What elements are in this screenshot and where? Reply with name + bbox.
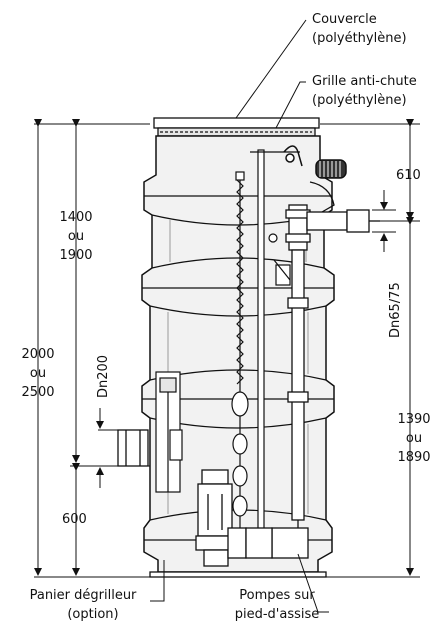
dim-2500-value: 2500 bbox=[21, 385, 55, 400]
label-grille-material: (polyéthylène) bbox=[312, 93, 407, 108]
strainer-basket bbox=[155, 371, 183, 493]
dim-dn200: Dn200 bbox=[96, 354, 111, 398]
dim-1390: 1390 ou 1890 bbox=[392, 410, 436, 467]
vent-coil bbox=[283, 145, 347, 179]
label-pompes-text: Pompes sur bbox=[239, 588, 315, 603]
label-pompes-detail: pied-d'assise bbox=[234, 607, 320, 622]
pump bbox=[195, 469, 273, 567]
label-panier-text: Panier dégrilleur bbox=[29, 588, 137, 603]
dim-2000: 2000 ou 2500 bbox=[18, 345, 58, 402]
floats bbox=[231, 391, 249, 532]
leader-lines bbox=[150, 19, 329, 613]
label-couvercle-material: (polyéthylène) bbox=[312, 31, 407, 46]
dim-1400-value: 1400 bbox=[59, 210, 93, 225]
label-panier-option: (option) bbox=[67, 607, 119, 622]
outlet-pipe bbox=[306, 181, 380, 233]
dim-2000-or: ou bbox=[29, 366, 47, 381]
label-pompes: Pompes sur pied-d'assise bbox=[222, 586, 332, 624]
valve-handles bbox=[268, 233, 291, 286]
inlet-pipe bbox=[117, 429, 149, 467]
base-plate bbox=[149, 571, 327, 578]
label-grille: Grille anti-chute bbox=[312, 74, 417, 89]
dimension-lines bbox=[34, 119, 420, 578]
dim-dn6575: Dn65/75 bbox=[388, 282, 403, 338]
float-chain bbox=[235, 171, 245, 392]
dim-1400: 1400 ou 1900 bbox=[56, 208, 96, 265]
dim-1390-value: 1390 bbox=[397, 412, 431, 427]
dim-2000-value: 2000 bbox=[21, 347, 55, 362]
dim-610: 610 bbox=[396, 168, 421, 183]
dim-1900-value: 1900 bbox=[59, 248, 93, 263]
label-panier: Panier dégrilleur (option) bbox=[8, 586, 158, 624]
dim-1390-or: ou bbox=[405, 431, 423, 446]
label-couvercle: Couvercle bbox=[312, 12, 377, 27]
lid bbox=[153, 117, 320, 137]
dim-1890-value: 1890 bbox=[397, 450, 431, 465]
dim-600: 600 bbox=[62, 512, 87, 527]
discharge-column bbox=[271, 204, 311, 559]
dim-1400-or: ou bbox=[67, 229, 85, 244]
